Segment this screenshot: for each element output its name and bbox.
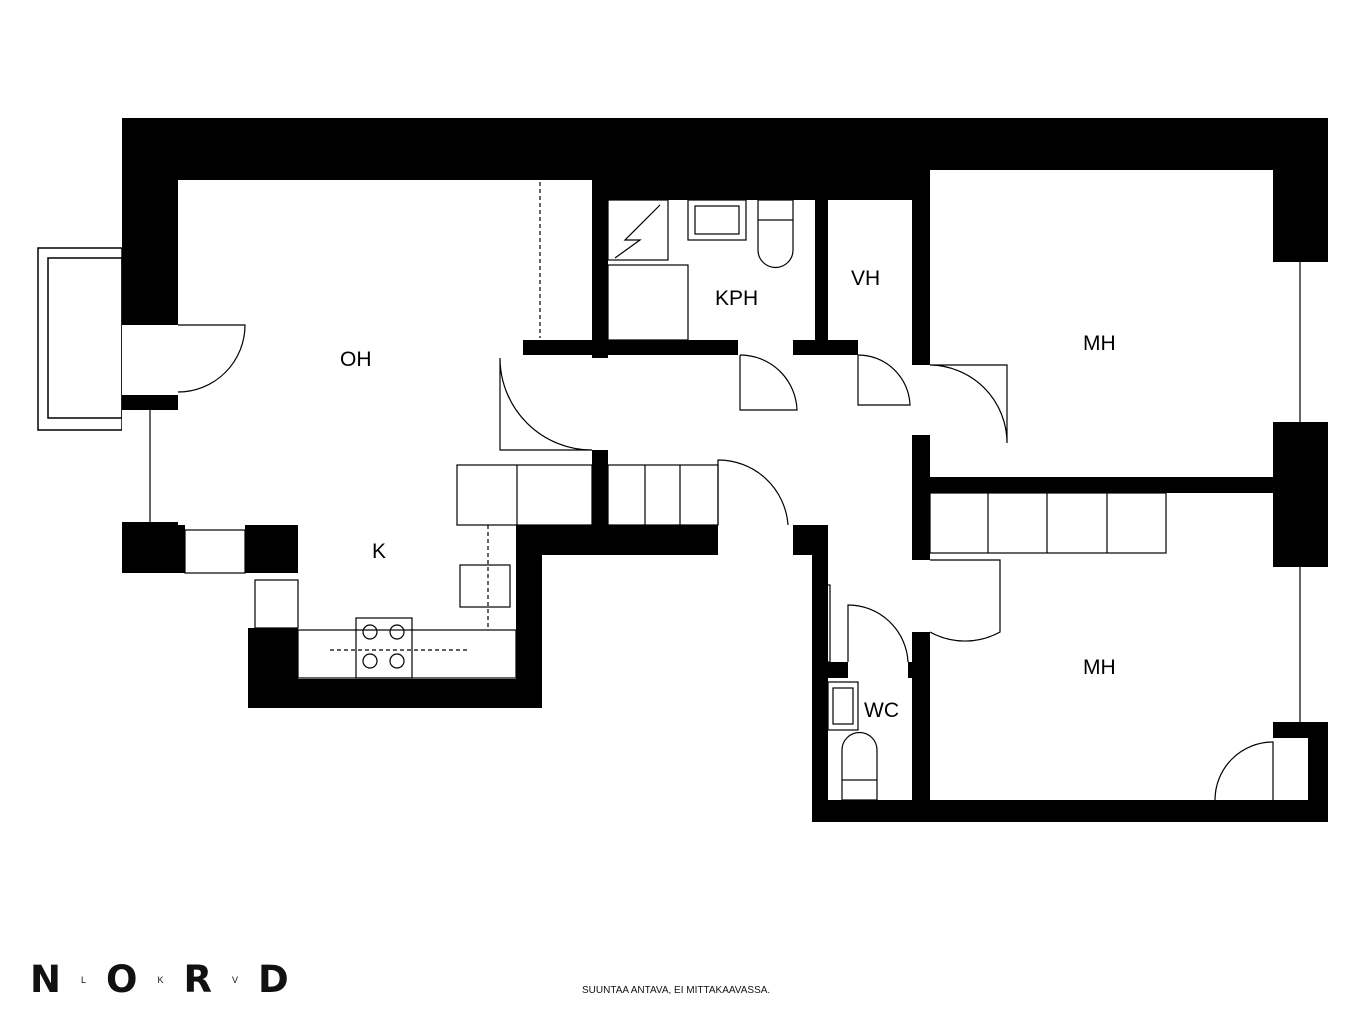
room-label-vh: VH [851, 267, 880, 290]
logo-letter: O [105, 958, 138, 1001]
balcony [37, 247, 123, 431]
room-label-oh: OH [340, 348, 372, 371]
room-interiors [122, 170, 1328, 800]
room-label-k: K [372, 540, 386, 563]
room-label-wc: WC [864, 699, 899, 722]
footer-note: SUUNTAA ANTAVA, EI MITTAKAAVASSA. [582, 985, 771, 996]
fixtures [149, 182, 1301, 801]
logo-letter: D [257, 958, 289, 1001]
logo-letter: N [30, 958, 61, 1001]
room-label-kph: KPH [715, 287, 758, 310]
logo-letter: L [80, 974, 86, 985]
room-label-mh-1: MH [1083, 332, 1116, 355]
nord-logo: N L O K R V D [30, 958, 289, 1001]
logo-letter: R [183, 958, 212, 1001]
logo-letter: K [157, 974, 164, 985]
logo-letter: V [231, 974, 238, 985]
room-label-mh-2: MH [1083, 656, 1116, 679]
